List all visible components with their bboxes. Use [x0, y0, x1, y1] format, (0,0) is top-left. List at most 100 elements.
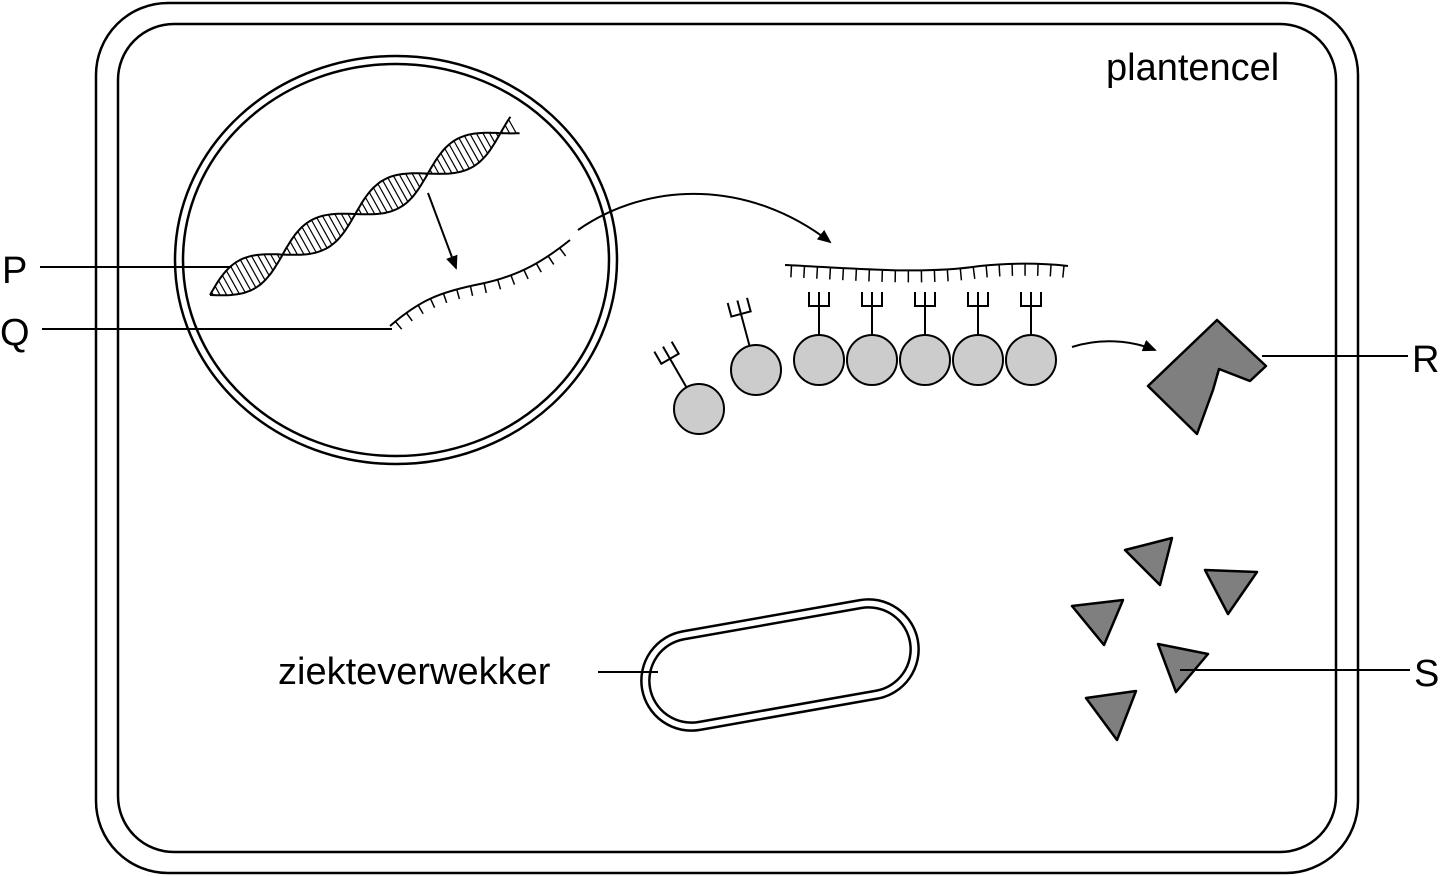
dna-base-pair: [377, 183, 394, 212]
dna-base-pair: [221, 275, 234, 296]
mrna-base: [1062, 265, 1065, 278]
dna-base-pair: [504, 124, 511, 134]
dna-base-pair: [245, 257, 262, 285]
mrna-base: [803, 265, 806, 279]
dna-base-pair: [214, 285, 221, 296]
dna-helix: [209, 116, 520, 297]
dna-base-pair: [368, 191, 382, 214]
label-r: R: [1412, 339, 1439, 381]
mrna-base: [417, 304, 424, 315]
label-s: S: [1414, 653, 1439, 695]
dna-base-pair: [230, 266, 246, 293]
dna-base-pair: [411, 173, 421, 188]
amino-acid: [793, 334, 845, 386]
amino-acid: [673, 383, 725, 435]
dna-base-pair: [453, 140, 470, 169]
product-triangle: [1123, 536, 1174, 587]
dna-base-pair: [475, 133, 489, 154]
dna-base-pair: [440, 152, 453, 174]
mrna-base: [535, 263, 542, 273]
dna-base-pair: [469, 134, 485, 159]
amino-acid: [899, 334, 951, 386]
product-triangle: [1203, 568, 1259, 616]
mrna-base: [1049, 264, 1052, 277]
dna-base-pair: [463, 135, 480, 163]
trna-prong: [736, 300, 742, 315]
dna-base-pair: [501, 130, 504, 134]
dna-base-pair: [316, 217, 333, 246]
mrna-base: [959, 268, 963, 281]
dna-base-pair: [306, 222, 323, 251]
product-triangle: [1070, 598, 1125, 647]
dna-base-pair: [286, 247, 292, 256]
mrna-base: [456, 289, 461, 300]
dna-base-pair: [482, 132, 492, 149]
dna-base-pair: [398, 174, 413, 198]
mrna-base: [469, 285, 474, 296]
mrna-base: [985, 265, 988, 278]
mrna-base: [442, 293, 448, 304]
product-triangle: [1156, 642, 1210, 694]
dna-base-pair: [424, 173, 428, 176]
product-triangle: [1084, 689, 1138, 742]
dna-base-pair: [392, 175, 409, 202]
mrna-base: [972, 266, 976, 279]
dna-base-pair: [372, 187, 388, 213]
cell-membrane: [116, 22, 1338, 854]
mrna-base: [405, 312, 413, 322]
dna-base-pair: [458, 137, 475, 167]
mrna-base: [510, 275, 516, 285]
dna-base-pair: [282, 252, 285, 255]
dna-base-pair: [321, 215, 337, 242]
nucleus-outer: [173, 54, 619, 466]
cell-wall: [94, 1, 1360, 875]
amino-acid: [1005, 334, 1057, 386]
label-q: Q: [0, 312, 30, 354]
dna-base-pair: [297, 231, 311, 255]
amino-acid: [952, 334, 1004, 386]
nucleus-inner: [181, 62, 611, 458]
amino-acid-chain: [793, 292, 1057, 386]
dna-base-pair: [257, 254, 270, 276]
dna-base-pair: [488, 132, 496, 143]
dna-base-pair: [270, 253, 278, 266]
mrna-base: [816, 266, 819, 279]
trna-prong: [662, 346, 671, 360]
dna-base-pair: [448, 144, 465, 172]
mrna-base: [523, 269, 529, 280]
mrna-base: [559, 247, 567, 257]
dna-base-pair: [251, 255, 266, 281]
dna-base-pair: [444, 148, 459, 173]
dna-base-pair: [432, 163, 440, 175]
mrna-base: [496, 279, 502, 290]
mrna-base: [946, 269, 949, 282]
folding-arrow: [1071, 339, 1157, 352]
cell-label: plantencel: [1106, 47, 1279, 89]
dna-base-pair: [495, 132, 499, 138]
dna-base-pair: [387, 177, 404, 206]
dna-base-pair: [327, 214, 342, 237]
free-amino-acids: [653, 297, 782, 435]
dna-base-pair: [263, 254, 274, 271]
dna-base-pair: [357, 208, 363, 215]
dna-base-pair: [218, 280, 228, 296]
dna-base-pair: [276, 254, 281, 260]
mrna-base: [829, 267, 832, 280]
mrna-base: [429, 298, 436, 309]
dna-base-pair: [382, 180, 399, 209]
trna-stem: [669, 358, 688, 388]
dna-base-pair: [211, 291, 214, 296]
mrna-base: [855, 268, 858, 281]
mrna-translation: [784, 262, 1069, 283]
dna-base-pair: [301, 226, 317, 253]
amino-acid: [846, 334, 898, 386]
amino-acid: [730, 344, 782, 396]
dna-base-pair: [293, 236, 305, 255]
charged-trna: [726, 297, 752, 347]
transcription-arrow: [427, 192, 458, 270]
label-p: P: [2, 250, 27, 292]
dna-base-pair: [310, 219, 328, 249]
dna-base-pair: [361, 202, 369, 215]
dna-base-pair: [508, 119, 517, 134]
